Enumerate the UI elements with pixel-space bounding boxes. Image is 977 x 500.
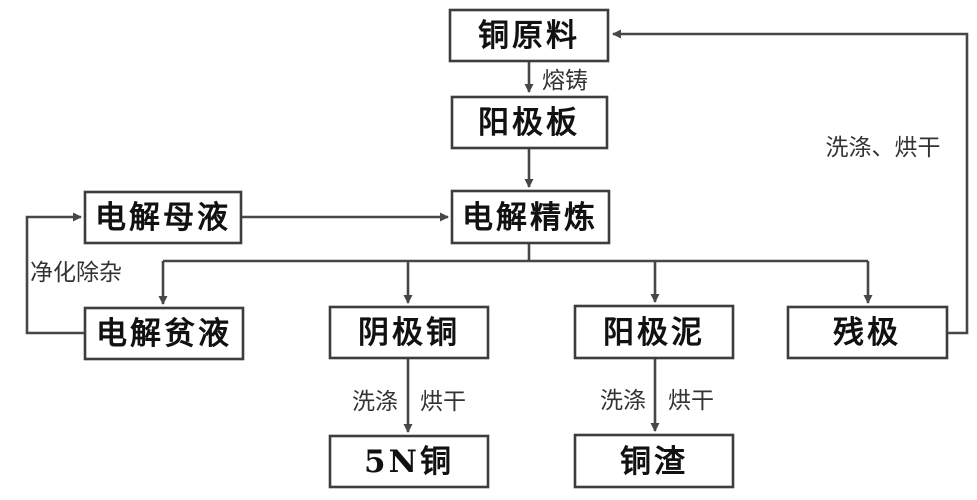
washing-label-cathode: 洗涤: [352, 389, 398, 415]
node-electrolyte-mother-liquor: 电解母液: [83, 190, 243, 245]
node-copper-raw-material-label: 铜原料: [478, 18, 580, 54]
node-copper-raw-material: 铜原料: [448, 8, 610, 63]
node-5n-copper: 5N铜: [328, 434, 490, 489]
node-copper-slag-box: [573, 433, 735, 489]
node-anode-slime-label: 阳极泥: [603, 315, 705, 351]
drying-label-slime: 烘干: [668, 388, 714, 414]
node-cathode-copper-box: [328, 305, 490, 360]
node-cathode-copper: 阴极铜: [328, 305, 490, 360]
washing-drying-return-label: 洗涤、烘干: [826, 135, 941, 161]
node-anode-slime: 阳极泥: [573, 304, 735, 360]
purification-label: 净化除杂: [30, 260, 122, 286]
node-electrolyte-mother-liquor-label: 电解母液: [95, 200, 231, 236]
node-residual-anode-label: 残极: [833, 315, 901, 351]
node-5n-copper-box: [328, 434, 490, 489]
node-electrolyte-lean-liquor-box: [83, 306, 245, 361]
edge-residual-anode-feedback-arrow: [612, 29, 969, 335]
node-anode-plate-label: 阳极板: [478, 105, 580, 141]
edge-lean-liquor-recycle-loop-arrow: [25, 212, 85, 335]
melting-casting-label: 熔铸: [542, 68, 588, 94]
node-cathode-copper-label: 阴极铜: [358, 315, 460, 351]
node-electrolytic-refining-label: 电解精炼: [462, 200, 598, 236]
node-copper-slag: 铜渣: [573, 433, 735, 489]
washing-label-slime: 洗涤: [600, 388, 646, 414]
node-copper-raw-material-box: [448, 8, 610, 63]
node-anode-plate-box: [450, 95, 609, 150]
node-residual-anode-box: [786, 305, 949, 360]
node-anode-slime-box: [573, 304, 735, 360]
node-residual-anode: 残极: [786, 305, 949, 360]
drying-label-cathode: 烘干: [420, 389, 466, 415]
node-anode-plate: 阳极板: [450, 95, 609, 150]
node-electrolytic-refining: 电解精炼: [450, 189, 611, 245]
node-5n-copper-label: 5N铜: [364, 444, 454, 480]
node-electrolyte-mother-liquor-box: [83, 190, 243, 245]
node-copper-slag-label: 铜渣: [620, 444, 688, 480]
node-electrolyte-lean-liquor-label: 电解贫液: [96, 316, 232, 352]
node-electrolyte-lean-liquor: 电解贫液: [83, 306, 245, 361]
node-electrolytic-refining-box: [450, 189, 611, 245]
